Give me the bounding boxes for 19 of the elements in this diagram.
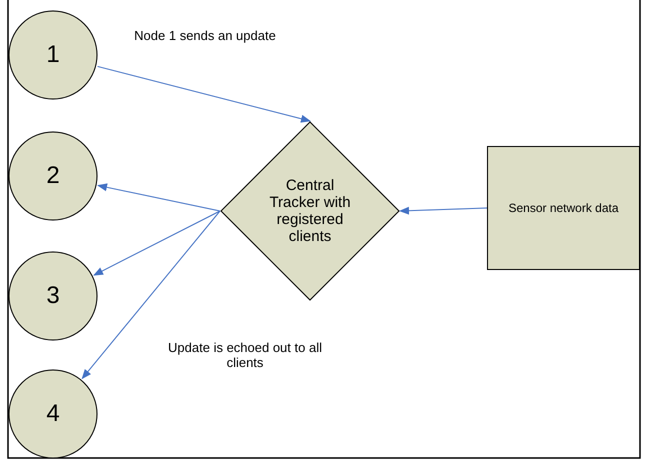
node-label: 1 <box>46 41 60 69</box>
node-circle <box>8 251 98 341</box>
node-label: 4 <box>46 400 60 428</box>
decision-diamond <box>220 121 400 301</box>
node-label: 2 <box>46 162 60 190</box>
node-label: Central Tracker with registered clients <box>268 177 352 245</box>
node-circle <box>8 369 98 459</box>
node-circle <box>8 131 98 221</box>
arrow <box>399 206 488 215</box>
node-label: 3 <box>46 282 60 310</box>
arrow <box>97 66 311 123</box>
process-box <box>487 146 640 270</box>
arrow <box>97 183 220 212</box>
annotation-text: Update is echoed out to all clients <box>167 340 323 370</box>
arrow <box>93 210 220 276</box>
arrow <box>82 210 220 380</box>
node-circle <box>8 10 98 100</box>
node-label: Sensor network data <box>508 201 619 215</box>
annotation-text: Node 1 sends an update <box>133 28 277 43</box>
